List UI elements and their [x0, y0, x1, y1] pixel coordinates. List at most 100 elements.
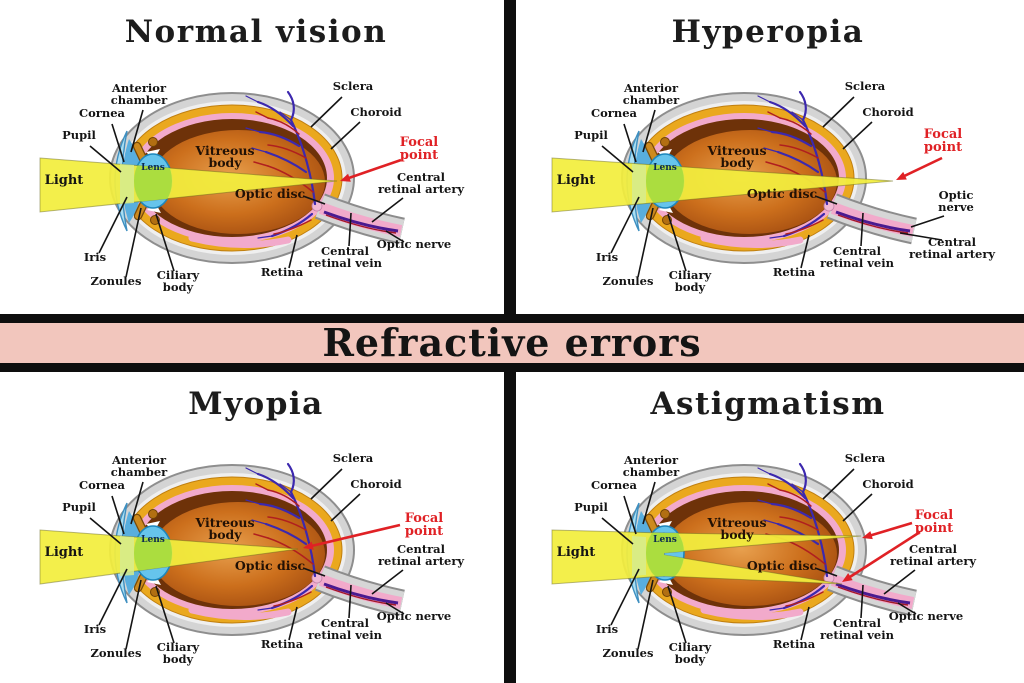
label-optic-disc: Optic disc [235, 186, 326, 205]
label-light: Light [557, 545, 596, 560]
panel-myopia: Myopia [0, 372, 512, 683]
label-choroid: Choroid [330, 105, 402, 150]
svg-text:Retina: Retina [773, 637, 816, 651]
panel-hyperopia: Hyperopia [512, 0, 1024, 314]
svg-text:Cornea: Cornea [79, 478, 126, 492]
svg-text:Sclera: Sclera [333, 79, 374, 93]
svg-text:Lens: Lens [653, 163, 677, 173]
label-pupil: Pupil [574, 500, 634, 545]
banner-title: Refractive errors [322, 320, 702, 365]
focal-point-arrow [340, 158, 402, 182]
svg-text:Iris: Iris [84, 622, 106, 636]
label-lens: Lens [653, 163, 677, 173]
svg-text:Optic nerve: Optic nerve [377, 237, 451, 251]
retinal-vessels [245, 90, 317, 239]
label-sclera: Sclera [822, 79, 886, 128]
focal-point-arrow [303, 523, 401, 550]
label-light: Light [45, 173, 84, 188]
svg-text:Sclera: Sclera [845, 79, 886, 93]
label-iris: Iris [596, 568, 640, 636]
panel-title-normal-vision: Normal vision [124, 14, 388, 50]
label-optic-nerve: Optic nerve [889, 602, 963, 623]
svg-text:Iris: Iris [596, 622, 618, 636]
svg-text:Optic disc: Optic disc [235, 558, 306, 573]
optic-nerve-tube [314, 193, 405, 245]
label-zonules: Zonules [603, 207, 654, 288]
label-lens: Lens [141, 163, 165, 173]
ciliary-body-upper [660, 509, 670, 519]
svg-text:Cornea: Cornea [79, 106, 126, 120]
panel-normal-vision: Normal vision [0, 0, 512, 314]
light-beam [551, 529, 862, 585]
svg-text:Retina: Retina [261, 265, 304, 279]
label-cornea: Cornea [591, 478, 638, 535]
label-optic-nerve: Optic nerve [377, 602, 451, 623]
svg-text:Sclera: Sclera [333, 451, 374, 465]
svg-text:Zonules: Zonules [603, 646, 654, 660]
label-zonules: Zonules [603, 579, 654, 660]
svg-text:Iris: Iris [84, 250, 106, 264]
svg-text:Pupil: Pupil [574, 500, 608, 514]
label-retina: Retina [261, 606, 304, 651]
label-retina: Retina [773, 606, 816, 651]
svg-text:Pupil: Pupil [62, 128, 96, 142]
label-sclera: Sclera [822, 451, 886, 500]
label-cornea: Cornea [79, 106, 126, 163]
svg-text:Light: Light [557, 173, 596, 188]
label-cornea: Cornea [79, 478, 126, 535]
label-pupil: Pupil [574, 128, 634, 173]
label-choroid: Choroid [842, 477, 914, 522]
label-retina: Retina [261, 234, 304, 279]
svg-text:Light: Light [45, 173, 84, 188]
svg-text:Pupil: Pupil [574, 128, 608, 142]
panel-title-myopia: Myopia [188, 386, 324, 422]
label-iris: Iris [84, 568, 128, 636]
focal-point-arrow [896, 156, 943, 180]
svg-text:Choroid: Choroid [862, 477, 913, 491]
svg-text:Optic disc: Optic disc [747, 558, 818, 573]
panel-astigmatism: Astigmatism [512, 372, 1024, 683]
optic-nerve-tube [826, 565, 917, 617]
label-sclera: Sclera [310, 79, 374, 128]
svg-text:Iris: Iris [596, 250, 618, 264]
retina-inner-fold [188, 606, 292, 620]
svg-text:Zonules: Zonules [91, 646, 142, 660]
label-pupil: Pupil [62, 500, 122, 545]
focal-point-arrow [862, 521, 913, 540]
label-light: Light [557, 173, 596, 188]
